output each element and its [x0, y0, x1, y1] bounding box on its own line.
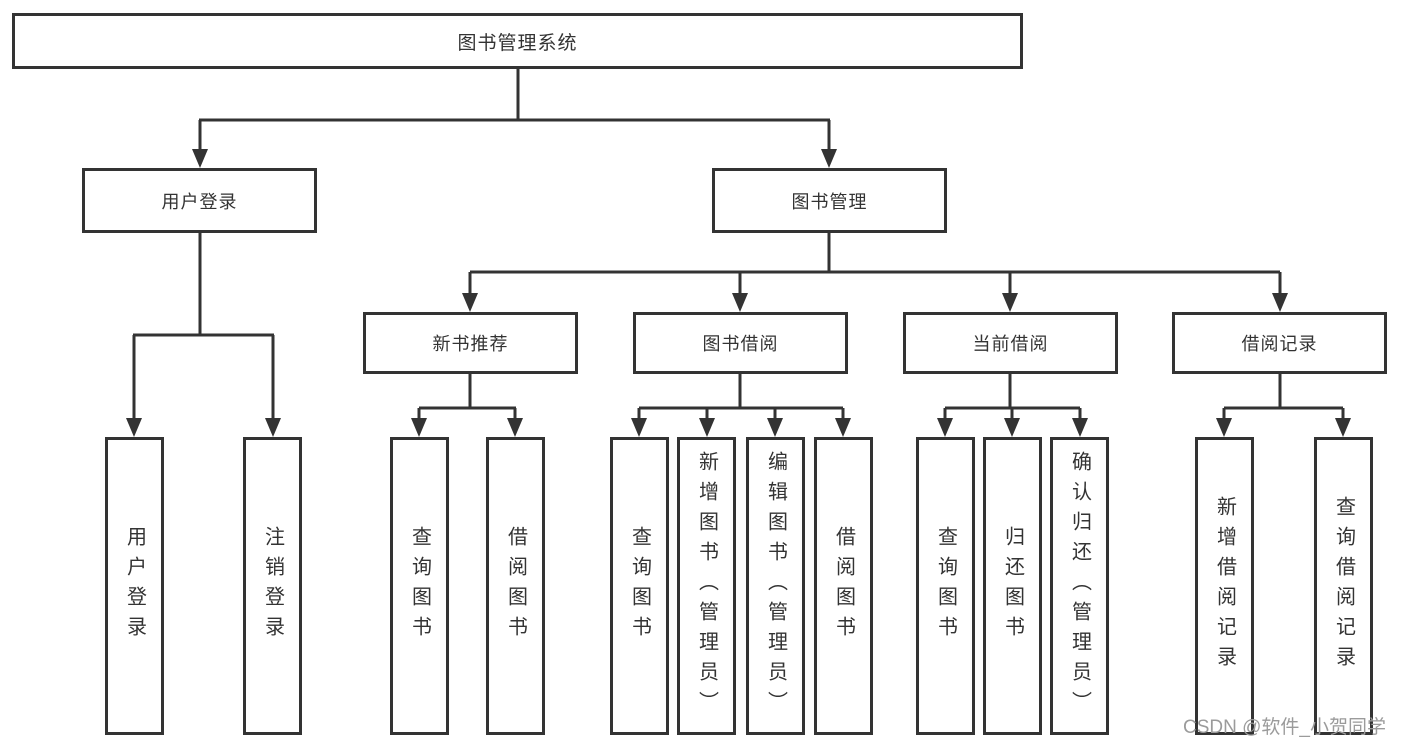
arrow-down-icon: [507, 418, 523, 437]
arrow-down-icon: [126, 418, 142, 437]
connector-lines: [132, 68, 1345, 419]
arrow-down-icon: [462, 293, 478, 312]
arrow-down-icon: [1004, 418, 1020, 437]
arrow-down-icon: [1335, 418, 1351, 437]
node-label: 图书借阅: [702, 334, 779, 354]
arrow-down-icon: [411, 418, 427, 437]
leaf-query-books: 查询图书: [610, 437, 669, 735]
arrow-down-icon: [1072, 418, 1088, 437]
node-user-login: 用户登录: [82, 168, 317, 233]
leaf-add-borrow-record: 新增借阅记录: [1195, 437, 1254, 735]
node-book-borrow: 图书借阅: [633, 312, 848, 374]
leaf-label: 查询图书: [934, 526, 957, 646]
arrow-down-icon: [265, 418, 281, 437]
arrow-down-icon: [1216, 418, 1232, 437]
node-label: 图书管理: [791, 191, 868, 212]
node-label: 图书管理系统: [457, 32, 578, 54]
leaf-label: 查询借阅记录: [1332, 496, 1355, 676]
leaf-label: 借阅图书: [832, 526, 855, 646]
node-label: 借阅记录: [1241, 334, 1318, 354]
leaf-label: 确认归还（管理员）: [1068, 451, 1091, 721]
csdn-watermark: CSDN @软件_小贺同学: [1183, 717, 1386, 738]
leaf-label: 注销登录: [261, 526, 284, 646]
node-current-borrow: 当前借阅: [903, 312, 1118, 374]
leaf-query-borrow-record: 查询借阅记录: [1314, 437, 1373, 735]
leaf-label: 归还图书: [1001, 526, 1024, 646]
node-label: 用户登录: [161, 191, 238, 212]
leaf-label: 新增借阅记录: [1213, 496, 1236, 676]
node-new-book-recommend: 新书推荐: [363, 312, 578, 374]
node-label: 当前借阅: [972, 334, 1049, 354]
node-borrow-records: 借阅记录: [1172, 312, 1387, 374]
arrow-down-icon: [835, 418, 851, 437]
node-book-management: 图书管理: [712, 168, 947, 233]
arrow-down-icon: [192, 149, 208, 168]
leaf-label: 查询图书: [408, 526, 431, 646]
leaf-label: 编辑图书（管理员）: [764, 451, 787, 721]
leaf-borrow-books: 借阅图书: [486, 437, 545, 735]
leaf-edit-books-admin: 编辑图书（管理员）: [746, 437, 805, 735]
leaf-add-books-admin: 新增图书（管理员）: [677, 437, 736, 735]
arrow-down-icon: [699, 418, 715, 437]
arrowheads: [126, 149, 1351, 437]
arrow-down-icon: [1002, 293, 1018, 312]
arrow-down-icon: [631, 418, 647, 437]
leaf-query-books: 查询图书: [390, 437, 449, 735]
leaf-query-books: 查询图书: [916, 437, 975, 735]
arrow-down-icon: [937, 418, 953, 437]
leaf-label: 新增图书（管理员）: [695, 451, 718, 721]
leaf-borrow-books: 借阅图书: [814, 437, 873, 735]
leaf-label: 查询图书: [628, 526, 651, 646]
node-label: 新书推荐: [432, 334, 509, 354]
leaf-user-login: 用户登录: [105, 437, 164, 735]
arrow-down-icon: [1272, 293, 1288, 312]
node-root-system: 图书管理系统: [12, 13, 1023, 69]
leaf-label: 用户登录: [123, 526, 146, 646]
arrow-down-icon: [767, 418, 783, 437]
leaf-logout: 注销登录: [243, 437, 302, 735]
arrow-down-icon: [732, 293, 748, 312]
leaf-return-books: 归还图书: [983, 437, 1042, 735]
leaf-label: 借阅图书: [504, 526, 527, 646]
arrow-down-icon: [821, 149, 837, 168]
leaf-confirm-return-admin: 确认归还（管理员）: [1050, 437, 1109, 735]
